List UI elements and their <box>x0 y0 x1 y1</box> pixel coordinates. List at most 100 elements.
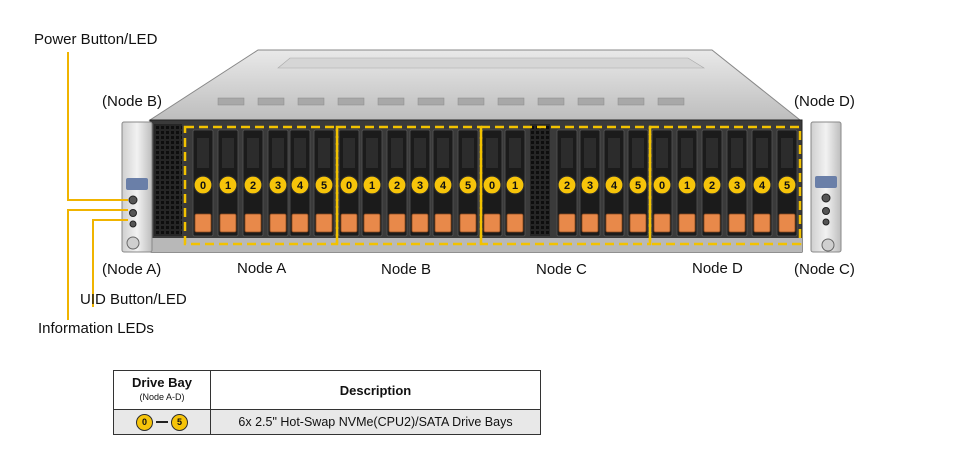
bay-marker <box>458 175 478 195</box>
bay-marker <box>243 175 263 195</box>
info-callout-line <box>67 209 128 320</box>
bay-number: 2 <box>564 180 570 192</box>
tray-latch <box>506 213 524 233</box>
tray-slot <box>681 138 693 168</box>
node-frame-c <box>479 125 652 246</box>
corner-label-node-c: (Node C) <box>794 261 855 278</box>
top-vent <box>217 97 245 106</box>
tray-slot <box>706 138 718 168</box>
power-button-led-label: Power Button/LED <box>34 31 158 48</box>
bay-number: 0 <box>489 180 495 192</box>
left-power-button <box>128 195 138 205</box>
tray-slot <box>756 138 768 168</box>
corner-label-node-d: (Node D) <box>794 93 855 110</box>
bay-number: 3 <box>734 180 740 192</box>
bay-marker <box>268 175 288 195</box>
tray-latch <box>363 213 381 233</box>
bay-number: 1 <box>369 180 375 192</box>
bay-marker <box>752 175 772 195</box>
tray-slot <box>197 138 209 168</box>
top-vent <box>417 97 445 106</box>
tray-latch <box>219 213 237 233</box>
bay-marker <box>604 175 624 195</box>
tray-slot <box>414 138 426 168</box>
legend-col1-subtitle: (Node A-D) <box>139 392 185 402</box>
tray-slot <box>391 138 403 168</box>
bay-marker <box>557 175 577 195</box>
tray-latch <box>411 213 429 233</box>
right-ear-badge <box>815 176 837 188</box>
bay-number: 1 <box>684 180 690 192</box>
bay-number: 3 <box>587 180 593 192</box>
tray-slot <box>247 138 259 168</box>
tray-slot <box>437 138 449 168</box>
chassis-top-ridge <box>277 57 706 69</box>
tray-slot <box>781 138 793 168</box>
power-callout-line <box>67 52 128 201</box>
top-vent <box>497 97 525 106</box>
tray-slot <box>561 138 573 168</box>
tray-latch <box>269 213 287 233</box>
legend-col-drive-bay: Drive Bay (Node A-D) <box>113 370 211 410</box>
legend-header-row: Drive Bay (Node A-D) Description <box>113 370 541 410</box>
node-frames <box>183 125 802 246</box>
left-mesh <box>154 124 182 236</box>
right-info-led <box>822 218 830 226</box>
bay-marker <box>362 175 382 195</box>
node-label-a: Node A <box>237 260 287 277</box>
bay-marker <box>702 175 722 195</box>
center-mesh <box>530 124 550 236</box>
top-vent <box>577 97 605 106</box>
right-uid-button <box>822 207 830 215</box>
bay-marker <box>580 175 600 195</box>
left-thumbscrew <box>126 236 140 250</box>
right-thumbscrew <box>821 238 835 252</box>
right-power-button <box>821 193 831 203</box>
tray-latch <box>483 213 501 233</box>
bay-marker <box>677 175 697 195</box>
tray-latch <box>653 213 671 233</box>
tray-latch <box>605 213 623 233</box>
bay-number: 2 <box>709 180 715 192</box>
tray-slot <box>656 138 668 168</box>
tray-slot <box>731 138 743 168</box>
callout-lines <box>67 52 128 320</box>
bay-number: 3 <box>275 180 281 192</box>
bay-marker <box>314 175 334 195</box>
tray-slot <box>584 138 596 168</box>
legend-description: 6x 2.5" Hot-Swap NVMe(CPU2)/SATA Drive B… <box>210 409 541 435</box>
tray-slot <box>608 138 620 168</box>
legend-bay-end-marker: 5 <box>171 413 188 431</box>
tray-latch <box>434 213 452 233</box>
tray-slot <box>343 138 355 168</box>
legend-col-description: Description <box>210 370 541 410</box>
tray-latch <box>340 213 358 233</box>
tray-latch <box>459 213 477 233</box>
tray-slot <box>272 138 284 168</box>
bay-marker <box>433 175 453 195</box>
tray-slot <box>294 138 306 168</box>
bay-marker <box>628 175 648 195</box>
legend-range-dash <box>156 421 168 423</box>
bay-marker <box>505 175 525 195</box>
legend-col1-title: Drive Bay <box>132 375 192 390</box>
left-info-led <box>129 220 137 228</box>
bay-marker <box>290 175 310 195</box>
tray-latch <box>778 213 796 233</box>
tray-slot <box>366 138 378 168</box>
top-vent <box>617 97 645 106</box>
tray-latch <box>728 213 746 233</box>
bay-marker <box>410 175 430 195</box>
bay-number: 2 <box>394 180 400 192</box>
corner-label-node-b: (Node B) <box>102 93 163 110</box>
uid-button-led-label: UID Button/LED <box>80 291 187 308</box>
bay-marker <box>193 175 213 195</box>
node-label-b: Node B <box>381 261 432 278</box>
bay-marker <box>777 175 797 195</box>
bay-number: 4 <box>297 180 304 192</box>
bay-number: 5 <box>465 180 471 192</box>
bay-number: 5 <box>784 180 790 192</box>
bay-number: 4 <box>611 180 618 192</box>
tray-latch <box>388 213 406 233</box>
